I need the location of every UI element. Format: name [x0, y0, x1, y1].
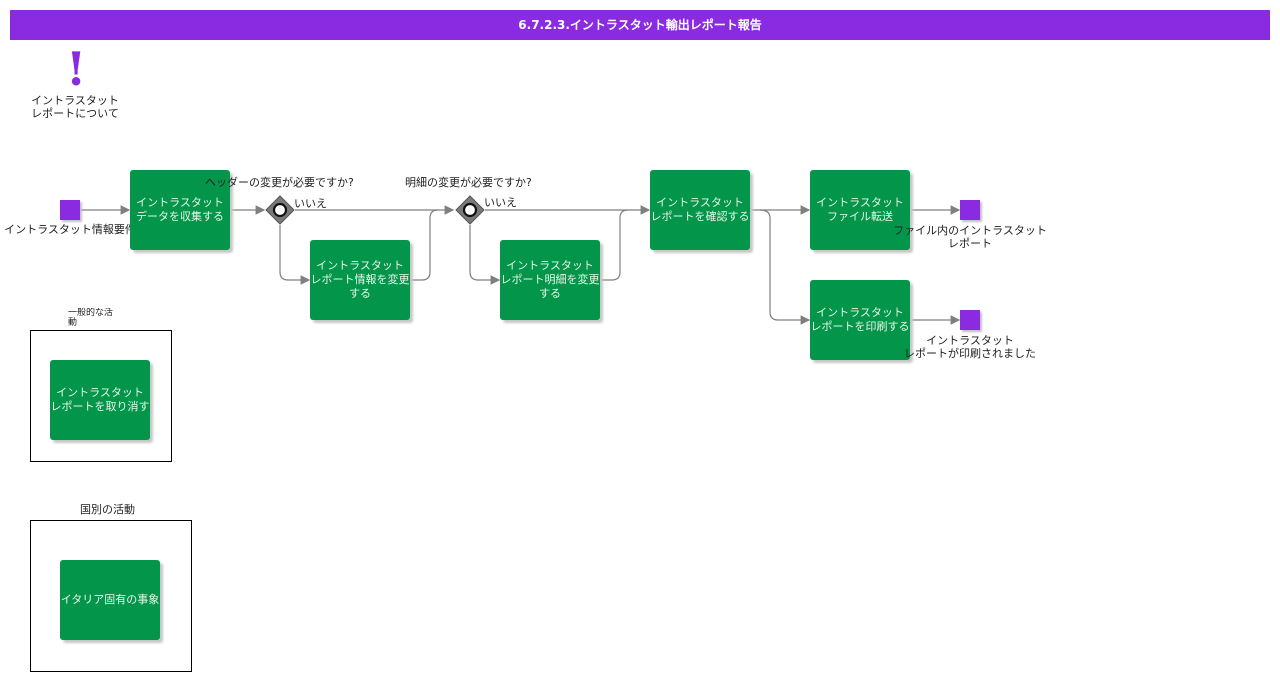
flow-confirm-to-print — [759, 209, 811, 325]
task-file-transfer[interactable]: イントラスタット ファイル転送 — [810, 170, 910, 250]
gateway-header-change[interactable] — [265, 195, 295, 225]
task-cancel-report-label: イントラスタット レポートを取り消す — [50, 386, 150, 413]
gateway-detail-question: 明細の変更が必要ですか? — [405, 176, 532, 189]
end-event-printed-label: イントラスタット レポートが印刷されました — [904, 334, 1036, 360]
flow-detail-return — [600, 209, 629, 281]
task-confirm-report-label: イントラスタット レポートを確認する — [650, 196, 750, 223]
task-collect-data[interactable]: イントラスタット データを収集する — [130, 170, 230, 250]
gateway-detail-no-label: いいえ — [484, 196, 517, 209]
task-file-transfer-label: イントラスタット ファイル転送 — [816, 196, 904, 223]
task-confirm-report[interactable]: イントラスタット レポートを確認する — [650, 170, 750, 250]
group-country-label: 国別の活動 — [80, 503, 135, 516]
gateway-detail-change[interactable] — [455, 195, 485, 225]
end-event-file[interactable] — [960, 200, 980, 220]
end-event-file-label: ファイル内のイントラスタット レポート — [893, 224, 1047, 250]
task-cancel-report[interactable]: イントラスタット レポートを取り消す — [50, 360, 150, 440]
end-event-printed[interactable] — [960, 310, 980, 330]
info-label[interactable]: イントラスタット レポートについて — [31, 94, 119, 120]
flow-gw1-yes — [279, 225, 311, 285]
gateway-header-no-label: いいえ — [294, 197, 327, 210]
start-event[interactable] — [60, 200, 80, 220]
group-general-label: 一般的な活 動 — [68, 308, 114, 328]
gateway-header-question: ヘッダーの変更が必要ですか? — [205, 176, 354, 189]
page-title: 6.7.2.3.イントラスタット輸出レポート報告 — [10, 10, 1270, 40]
task-change-detail-label: イントラスタット レポート明細を変更する — [500, 259, 600, 300]
flow-header-return — [410, 209, 439, 281]
task-print-report[interactable]: イントラスタット レポートを印刷する — [810, 280, 910, 360]
exclamation-icon[interactable]: ! — [66, 42, 87, 96]
flow-gw2-yes — [469, 225, 501, 285]
task-print-report-label: イントラスタット レポートを印刷する — [810, 306, 910, 333]
task-italy-specific-label: イタリア固有の事象 — [60, 593, 160, 606]
task-italy-specific[interactable]: イタリア固有の事象 — [60, 560, 160, 640]
task-change-header[interactable]: イントラスタット レポート情報を変更する — [310, 240, 410, 320]
task-change-detail[interactable]: イントラスタット レポート明細を変更する — [500, 240, 600, 320]
task-collect-data-label: イントラスタット データを収集する — [136, 196, 224, 223]
start-event-label: イントラスタット情報要件 — [4, 223, 136, 236]
task-change-header-label: イントラスタット レポート情報を変更する — [310, 259, 410, 300]
